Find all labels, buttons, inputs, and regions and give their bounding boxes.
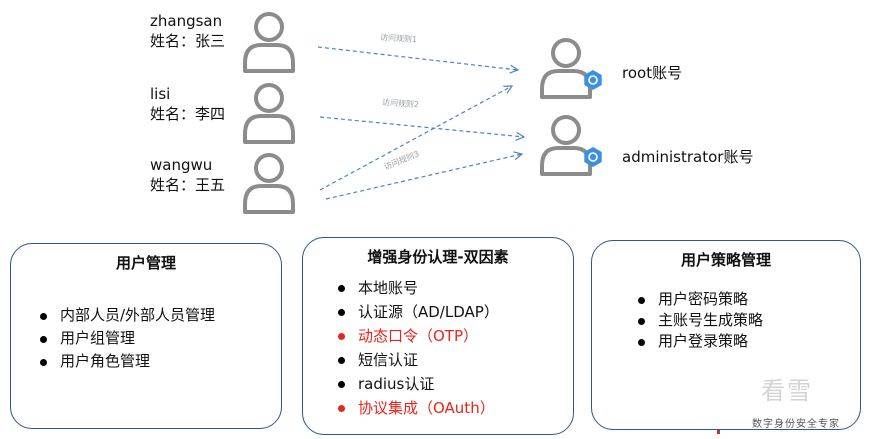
list-item: 内部人员/外部人员管理: [38, 304, 215, 327]
feature-list: 用户密码策略 主账号生成策略 用户登录策略: [636, 289, 763, 352]
rule-arrow-3: [325, 154, 522, 200]
list-item: 用户登录策略: [636, 331, 763, 352]
user-icon-zhangsan: [243, 12, 295, 73]
user-fullname: 姓名：张三: [150, 32, 226, 50]
account-label-root: root账号: [622, 64, 683, 82]
rule-arrow-1: [317, 46, 518, 70]
list-item: 用户密码策略: [636, 289, 763, 310]
rule-arrow-2a: [319, 116, 524, 137]
user-management-box: 用户管理 内部人员/外部人员管理 用户组管理 用户角色管理: [10, 243, 282, 429]
box-title: 用户策略管理: [680, 251, 771, 269]
user-username: zhangsan: [150, 12, 223, 30]
user-fullname: 姓名：李四: [150, 105, 226, 123]
user-icon-wangwu: [243, 153, 295, 214]
list-item: 用户角色管理: [38, 350, 215, 373]
gear-badge-icon: [583, 69, 603, 91]
feature-list: 内部人员/外部人员管理 用户组管理 用户角色管理: [38, 304, 215, 373]
watermark-brand: 看雪: [761, 377, 813, 405]
watermark-slogan: 数字身份安全专家: [752, 419, 840, 430]
list-item: 本地账号: [336, 276, 499, 300]
list-item-highlighted: 协议集成（OAuth）: [336, 396, 499, 420]
list-item-highlighted: 动态口令（OTP）: [336, 324, 499, 348]
box-title: 增强身份认理-双因素: [367, 248, 509, 266]
rule-arrow-2b: [319, 86, 512, 191]
user-username: wangwu: [150, 156, 213, 174]
account-label-administrator: administrator账号: [622, 148, 754, 166]
box-title: 用户管理: [115, 254, 176, 272]
feature-list: 本地账号 认证源（AD/LDAP） 动态口令（OTP） 短信认证 radius认…: [336, 276, 499, 420]
list-item: 认证源（AD/LDAP）: [336, 300, 499, 324]
user-icon-lisi: [243, 83, 295, 144]
user-policy-box: 用户策略管理 用户密码策略 主账号生成策略 用户登录策略: [591, 240, 861, 430]
list-item: radius认证: [336, 372, 499, 396]
list-item: 短信认证: [336, 348, 499, 372]
list-item: 主账号生成策略: [636, 310, 763, 331]
user-username: lisi: [150, 85, 171, 103]
user-fullname: 姓名：王五: [150, 176, 226, 194]
gear-badge-icon: [583, 146, 603, 168]
list-item: 用户组管理: [38, 327, 215, 350]
account-icon-root: [540, 38, 592, 99]
account-icon-administrator: [540, 115, 592, 176]
two-factor-auth-box: 增强身份认理-双因素 本地账号 认证源（AD/LDAP） 动态口令（OTP） 短…: [302, 237, 574, 435]
